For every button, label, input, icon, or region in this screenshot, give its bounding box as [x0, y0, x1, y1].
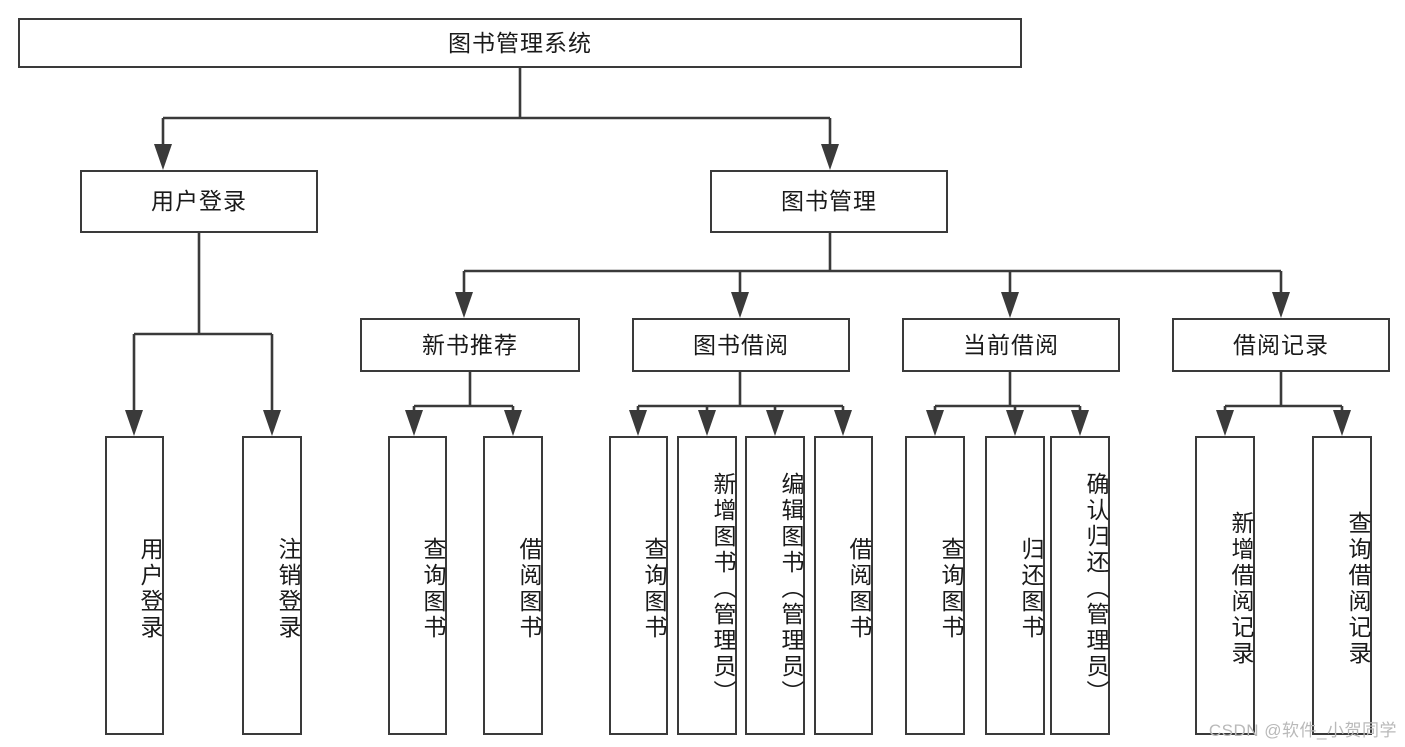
node-label: 借阅图书 — [846, 536, 872, 641]
node-label: 用户登录 — [151, 188, 247, 215]
node-label: 确认归还（管理员） — [1083, 471, 1109, 706]
node-current-borrow[interactable]: 当前借阅 — [902, 318, 1120, 372]
node-user-login[interactable]: 用户登录 — [80, 170, 318, 233]
leaf-current-confirm-return-admin[interactable]: 确认归还（管理员） — [1050, 436, 1110, 735]
leaf-borrow-edit-book-admin[interactable]: 编辑图书（管理员） — [745, 436, 805, 735]
leaf-record-add-record[interactable]: 新增借阅记录 — [1195, 436, 1255, 735]
node-label: 借阅图书 — [516, 536, 542, 641]
node-label: 查询借阅记录 — [1345, 510, 1371, 667]
leaf-borrow-query-book[interactable]: 查询图书 — [609, 436, 668, 735]
node-book-management[interactable]: 图书管理 — [710, 170, 948, 233]
leaf-current-query-book[interactable]: 查询图书 — [905, 436, 965, 735]
node-label: 新增图书（管理员） — [710, 471, 736, 706]
node-label: 图书管理系统 — [448, 29, 592, 56]
node-label: 查询图书 — [420, 536, 446, 641]
node-label: 查询图书 — [938, 536, 964, 641]
node-label: 当前借阅 — [963, 331, 1059, 358]
node-label: 归还图书 — [1018, 536, 1044, 641]
leaf-user-logout[interactable]: 注销登录 — [242, 436, 302, 735]
leaf-user-login[interactable]: 用户登录 — [105, 436, 164, 735]
leaf-borrow-borrow-book[interactable]: 借阅图书 — [814, 436, 873, 735]
node-label: 新增借阅记录 — [1228, 510, 1254, 667]
node-book-borrow[interactable]: 图书借阅 — [632, 318, 850, 372]
leaf-record-query-record[interactable]: 查询借阅记录 — [1312, 436, 1372, 735]
node-label: 编辑图书（管理员） — [778, 471, 804, 706]
node-root-system[interactable]: 图书管理系统 — [18, 18, 1022, 68]
node-borrow-record[interactable]: 借阅记录 — [1172, 318, 1390, 372]
node-label: 注销登录 — [275, 536, 301, 641]
node-label: 查询图书 — [641, 536, 667, 641]
node-label: 借阅记录 — [1233, 331, 1329, 358]
node-label: 图书管理 — [781, 188, 877, 215]
leaf-recommend-query-book[interactable]: 查询图书 — [388, 436, 447, 735]
node-label: 用户登录 — [137, 536, 163, 641]
node-new-book-recommend[interactable]: 新书推荐 — [360, 318, 580, 372]
node-label: 新书推荐 — [422, 331, 518, 358]
leaf-current-return-book[interactable]: 归还图书 — [985, 436, 1045, 735]
node-label: 图书借阅 — [693, 331, 789, 358]
leaf-borrow-add-book-admin[interactable]: 新增图书（管理员） — [677, 436, 737, 735]
leaf-recommend-borrow-book[interactable]: 借阅图书 — [483, 436, 543, 735]
